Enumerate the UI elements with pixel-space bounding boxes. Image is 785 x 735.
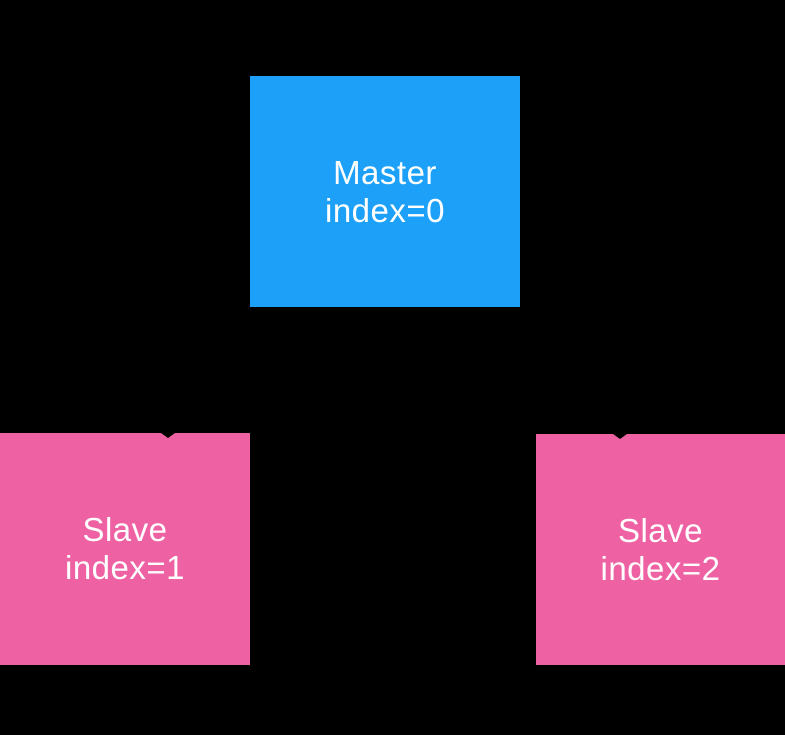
node-slave1-title: Slave (82, 511, 168, 548)
connector-arrowhead-icon (613, 434, 627, 439)
node-master-index: index=0 (324, 191, 445, 229)
connector-arrowhead-icon (161, 433, 175, 438)
node-master-title: Master (333, 153, 437, 191)
node-slave1-label: Slave index=1 (65, 511, 185, 587)
node-slave2-index: index=2 (600, 549, 721, 587)
node-slave-1: Slave index=1 (0, 433, 250, 665)
node-slave-2: Slave index=2 (536, 434, 785, 665)
node-slave1-index: index=1 (64, 549, 185, 586)
node-slave2-label: Slave index=2 (600, 512, 720, 588)
node-slave2-title: Slave (617, 511, 704, 549)
node-master-label: Master index=0 (325, 154, 445, 230)
node-master: Master index=0 (250, 76, 520, 307)
